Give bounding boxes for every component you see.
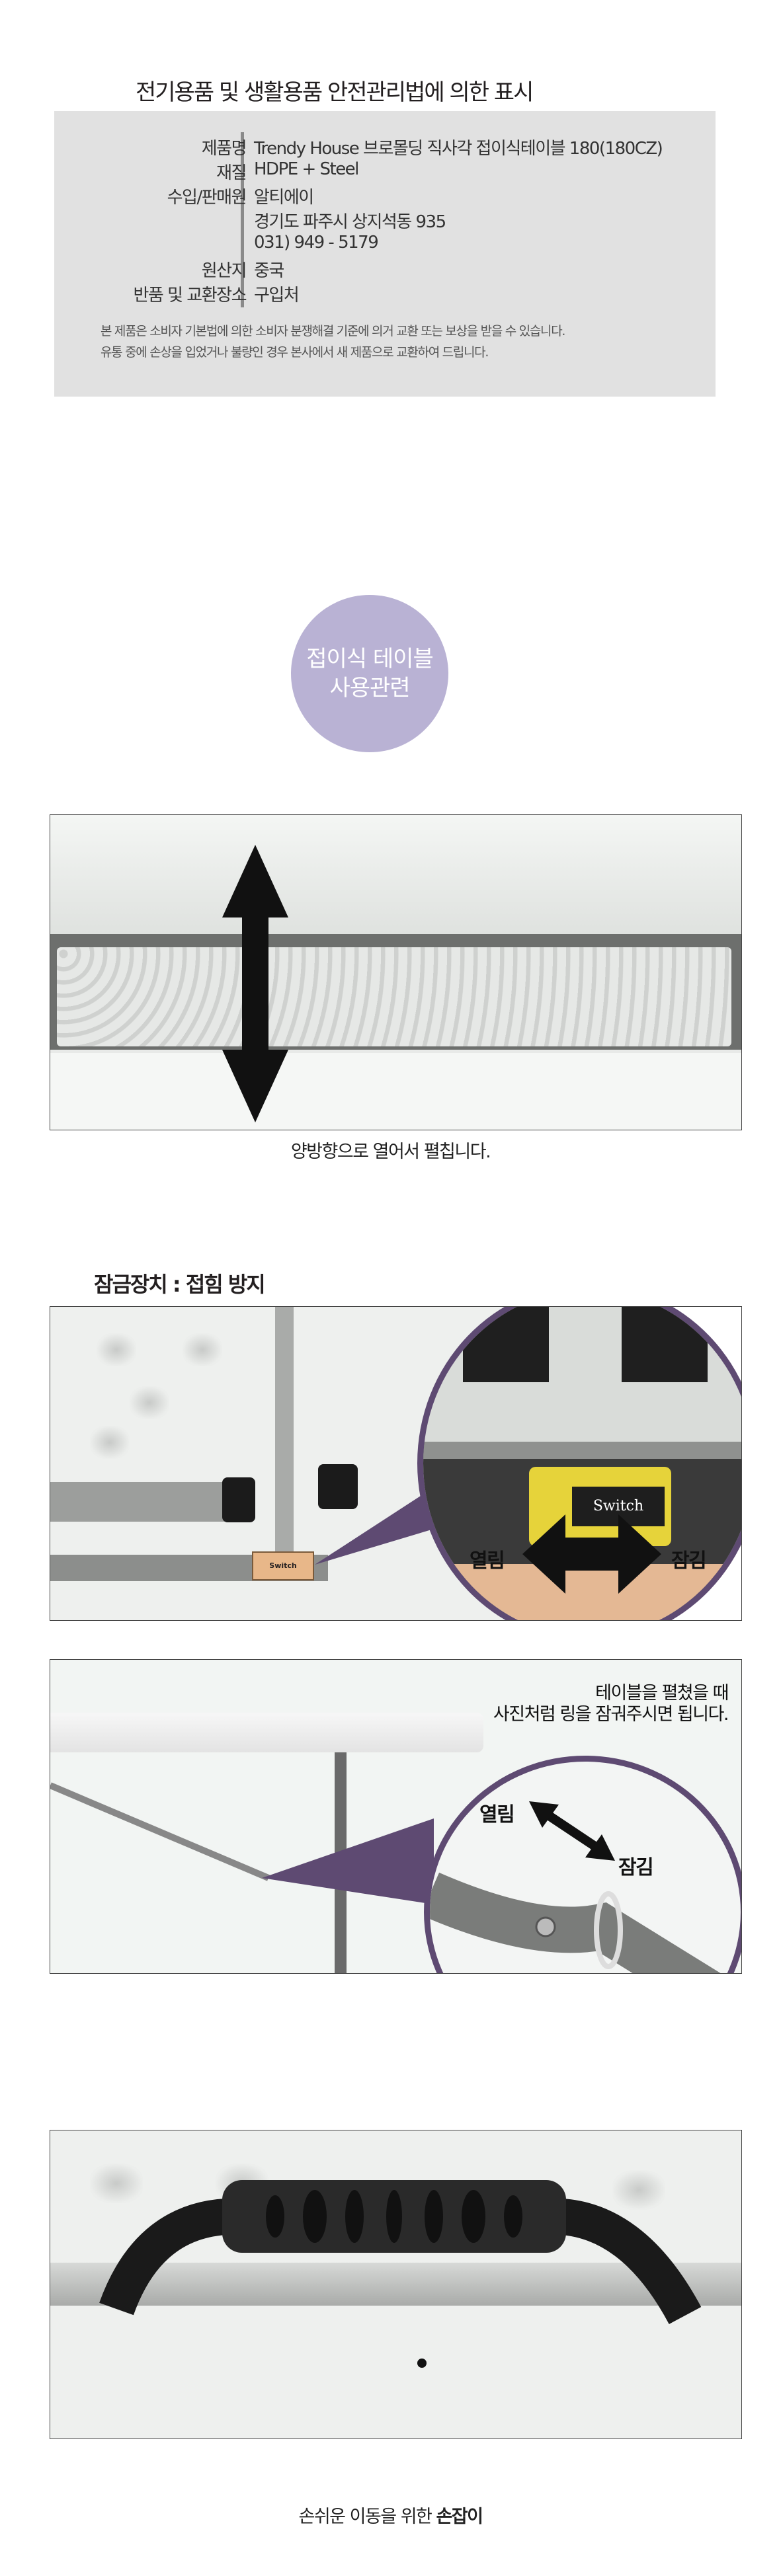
screw-hole (417, 2359, 427, 2368)
photo1-caption: 양방향으로 열어서 펼칩니다. (290, 1142, 491, 1162)
leg-bar (275, 1307, 294, 1558)
badge-line: 사용관련 (329, 675, 410, 701)
crossbar (50, 1482, 242, 1522)
ring-illustration (430, 1872, 721, 1973)
instruction-line: 테이블을 펼쳤을 때 (595, 1683, 729, 1703)
photo-lock-switch: Switch Switch 열림 잠김 (50, 1306, 742, 1621)
open-label: 열림 (470, 1549, 505, 1573)
panel-peg (90, 2164, 143, 2203)
row-value: 경기도 파주시 상지석동 935 (254, 212, 446, 232)
tabletop (50, 815, 741, 934)
lock-label: 잠김 (671, 1549, 707, 1573)
tabletop-edge (50, 1713, 483, 1752)
instruction-line: 사진처럼 링을 잠궈주시면 됩니다. (493, 1704, 729, 1725)
frame-rail (50, 2263, 741, 2306)
table-divider (241, 132, 244, 307)
handle-caption: 손쉬운 이동을 위한 손잡이 (0, 2502, 781, 2528)
dark-bracket (463, 1307, 549, 1382)
row-value: 031) 949 - 5179 (254, 233, 379, 253)
handle-strap (99, 2180, 702, 2325)
notice-note: 본 제품은 소비자 기본법에 의한 소비자 분쟁해결 기준에 의거 교환 또는 … (101, 324, 565, 338)
zoom-circle-ring: 열림 잠김 (424, 1756, 741, 1973)
notice-title: 전기용품 및 생활용품 안전관리법에 의한 표시 (136, 79, 534, 106)
photo-handle (50, 2130, 742, 2439)
floor-tan (423, 1564, 741, 1620)
panel-peg (90, 1426, 130, 1459)
table-row: 031) 949 - 5179 (54, 233, 716, 257)
brace-and-pointer (50, 1782, 434, 1904)
photo-table-opening (50, 814, 742, 1130)
panel-peg (97, 1333, 136, 1366)
row-value: 알티에이 (254, 188, 314, 208)
horizontal-double-arrow-icon (522, 1514, 661, 1594)
diagonal-double-arrow-icon (529, 1801, 615, 1861)
table-panel-texture (57, 947, 731, 1046)
row-label: 수입/판매원 (167, 188, 247, 208)
row-label: 원산지 (201, 261, 247, 281)
panel-peg (130, 1386, 169, 1419)
lock-label: 잠김 (618, 1856, 654, 1879)
section-badge: 접이식 테이블 사용관련 (291, 595, 448, 752)
row-label: 반품 및 교환장소 (133, 286, 247, 305)
end-cap (318, 1464, 358, 1509)
product-notice-table: 제품명 Trendy House 브로몰딩 직사각 접이식테이블 180(180C… (54, 111, 716, 397)
table-row: 경기도 파주시 상지석동 935 (54, 208, 716, 233)
open-label: 열림 (479, 1803, 515, 1826)
lock-heading: 잠금장치 : 접힘 방지 (94, 1272, 266, 1297)
badge-line: 접이식 테이블 (306, 646, 434, 672)
zoom-pointer (315, 1479, 447, 1565)
table-row: 반품 및 교환장소 구입처 (54, 282, 716, 306)
row-value: 구입처 (254, 286, 300, 305)
table-row: 재질 HDPE + Steel (54, 159, 716, 184)
switch-small: Switch (252, 1551, 314, 1581)
dark-bracket (622, 1307, 708, 1382)
panel-peg (183, 1333, 222, 1366)
row-label: 제품명 (201, 139, 247, 159)
zoom-circle-switch: Switch 열림 잠김 (417, 1307, 741, 1620)
panel-peg (612, 2170, 665, 2210)
table-row: 제품명 Trendy House 브로몰딩 직사각 접이식테이블 180(180C… (54, 135, 716, 159)
row-label: 재질 (216, 163, 247, 183)
row-value: 중국 (254, 261, 284, 281)
row-value: Trendy House 브로몰딩 직사각 접이식테이블 180(180CZ) (254, 139, 663, 159)
notice-note: 유통 중에 손상을 입었거나 불량인 경우 본사에서 새 제품으로 교환하여 드… (101, 345, 489, 360)
end-cap (222, 1477, 255, 1522)
ring-instruction: 테이블을 펼쳤을 때 사진처럼 링을 잠궈주시면 됩니다. (464, 1683, 729, 1725)
caption-bold: 손잡이 (436, 2507, 483, 2527)
caption-normal: 손쉬운 이동을 위한 (298, 2507, 436, 2527)
table-row: 수입/판매원 알티에이 (54, 184, 716, 208)
photo-ring-lock: 테이블을 펼쳤을 때 사진처럼 링을 잠궈주시면 됩니다. 열림 잠김 (50, 1659, 742, 1974)
vertical-double-arrow-icon (222, 845, 288, 1122)
floor (50, 1053, 741, 1130)
table-row: 원산지 중국 (54, 257, 716, 282)
row-value: HDPE + Steel (254, 159, 359, 179)
